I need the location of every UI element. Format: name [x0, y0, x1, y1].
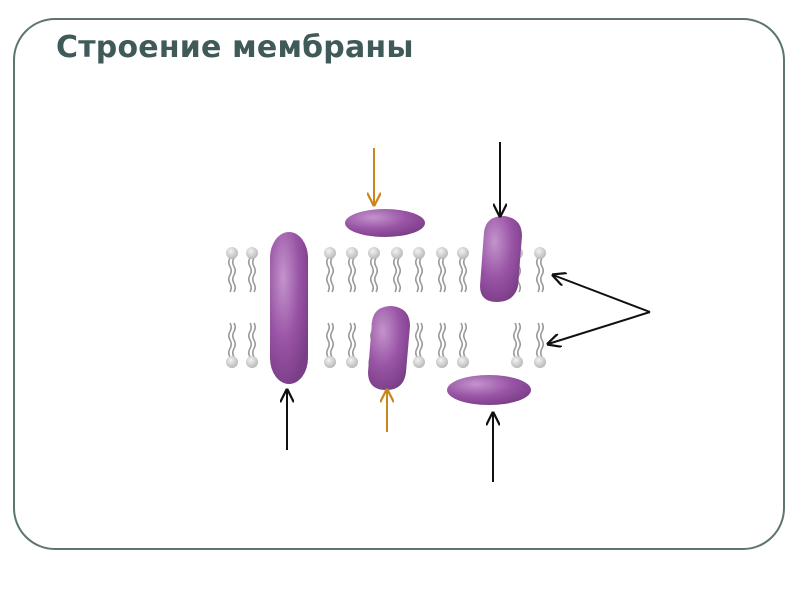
phospholipid-inner: [413, 322, 425, 368]
lipid-head: [246, 247, 258, 259]
lipid-head: [226, 356, 238, 368]
phospholipid-inner: [324, 322, 336, 368]
phospholipid-outer: [346, 247, 358, 293]
lipid-head: [246, 356, 258, 368]
lipid-head: [534, 247, 546, 259]
lipid-head: [346, 247, 358, 259]
semi-integral-protein-top: [480, 216, 522, 302]
lipid-head: [457, 356, 469, 368]
phospholipid-inner: [346, 322, 358, 368]
phospholipid-outer: [246, 247, 258, 293]
lipid-head: [413, 356, 425, 368]
arrow-lipid-upper: [553, 275, 651, 313]
lipid-head: [324, 356, 336, 368]
lipid-head: [457, 247, 469, 259]
phospholipid-outer: [457, 247, 469, 293]
lipid-head: [436, 356, 448, 368]
phospholipid-inner: [436, 322, 448, 368]
slide-title: Строение мембраны: [56, 30, 414, 65]
phospholipid-outer: [534, 247, 546, 293]
phospholipid-inner: [246, 322, 258, 368]
phospholipid-outer: [368, 247, 380, 293]
semi-integral-protein-bottom: [368, 306, 410, 390]
phospholipid-outer: [413, 247, 425, 293]
phospholipid-inner: [534, 322, 546, 368]
lipid-head: [346, 356, 358, 368]
lipid-head: [413, 247, 425, 259]
peripheral-protein-top: [345, 209, 425, 237]
peripheral-protein-bottom: [447, 375, 531, 405]
lipid-head: [324, 247, 336, 259]
phospholipid-outer: [226, 247, 238, 293]
phospholipid-outer: [324, 247, 336, 293]
phospholipid-inner: [511, 322, 523, 368]
phospholipid-outer: [391, 247, 403, 293]
phospholipid-inner: [457, 322, 469, 368]
lipid-head: [391, 247, 403, 259]
phospholipid-outer: [436, 247, 448, 293]
lipid-head: [534, 356, 546, 368]
lipid-head: [226, 247, 238, 259]
lipid-head: [368, 247, 380, 259]
lipid-head: [436, 247, 448, 259]
arrow-lipid-lower: [548, 311, 651, 344]
lipid-layer-outer: [226, 247, 546, 293]
lipid-head: [511, 356, 523, 368]
phospholipid-inner: [226, 322, 238, 368]
integral-protein: [270, 232, 308, 384]
